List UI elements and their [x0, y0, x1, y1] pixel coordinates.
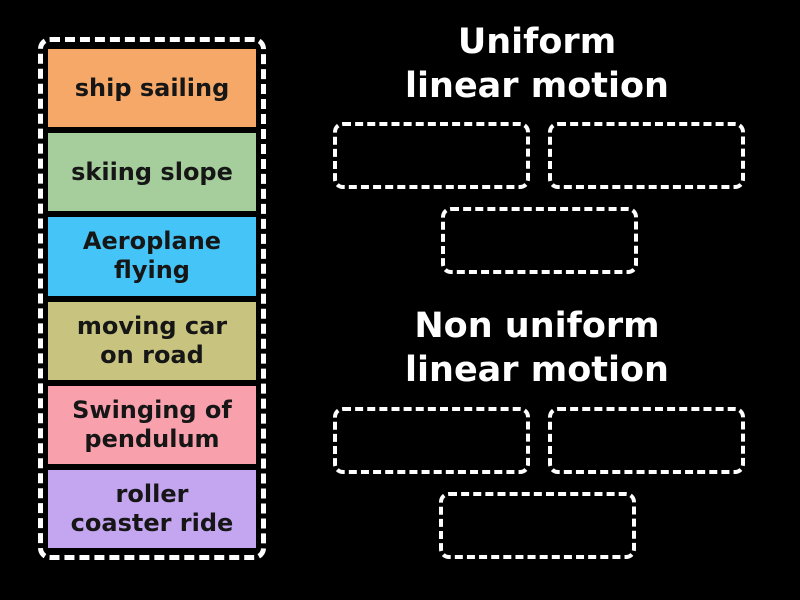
group-title-non-uniform-linear-motion: Non uniform linear motion: [305, 304, 769, 392]
drop-zone-nonuniform-3[interactable]: [439, 492, 636, 559]
draggable-item-label: on road: [100, 340, 204, 369]
group-title-line: Non uniform: [414, 306, 660, 346]
group-title-uniform-linear-motion: Uniform linear motion: [305, 20, 769, 108]
source-items-panel: ship sailing skiing slope Aeroplane flyi…: [38, 37, 266, 560]
group-title-line: linear motion: [405, 66, 669, 106]
drop-zone-nonuniform-2[interactable]: [548, 407, 745, 474]
draggable-item-roller-coaster-ride[interactable]: roller coaster ride: [48, 469, 256, 549]
drop-zone-nonuniform-1[interactable]: [333, 407, 530, 474]
draggable-item-label: Swinging of: [72, 395, 232, 424]
drop-zone-uniform-3[interactable]: [441, 207, 638, 274]
draggable-item-ship-sailing[interactable]: ship sailing: [48, 49, 256, 128]
draggable-item-label: coaster ride: [70, 508, 234, 537]
drop-zone-uniform-1[interactable]: [333, 122, 530, 189]
draggable-item-label: roller: [115, 479, 189, 508]
draggable-item-moving-car-on-road[interactable]: moving car on road: [48, 301, 256, 380]
draggable-item-swinging-of-pendulum[interactable]: Swinging of pendulum: [48, 385, 256, 464]
draggable-item-label: Aeroplane: [82, 227, 222, 256]
draggable-item-skiing-slope[interactable]: skiing slope: [48, 133, 256, 212]
draggable-item-aeroplane-flying[interactable]: Aeroplane flying: [48, 217, 256, 296]
draggable-item-label: ship sailing: [74, 73, 230, 102]
draggable-item-label: pendulum: [84, 424, 220, 453]
group-title-line: Uniform: [457, 22, 617, 62]
drop-zone-uniform-2[interactable]: [548, 122, 745, 189]
group-title-line: linear motion: [405, 350, 669, 390]
draggable-item-label: moving car: [76, 311, 228, 340]
draggable-item-label: flying: [114, 256, 190, 285]
draggable-item-label: skiing slope: [71, 157, 233, 186]
